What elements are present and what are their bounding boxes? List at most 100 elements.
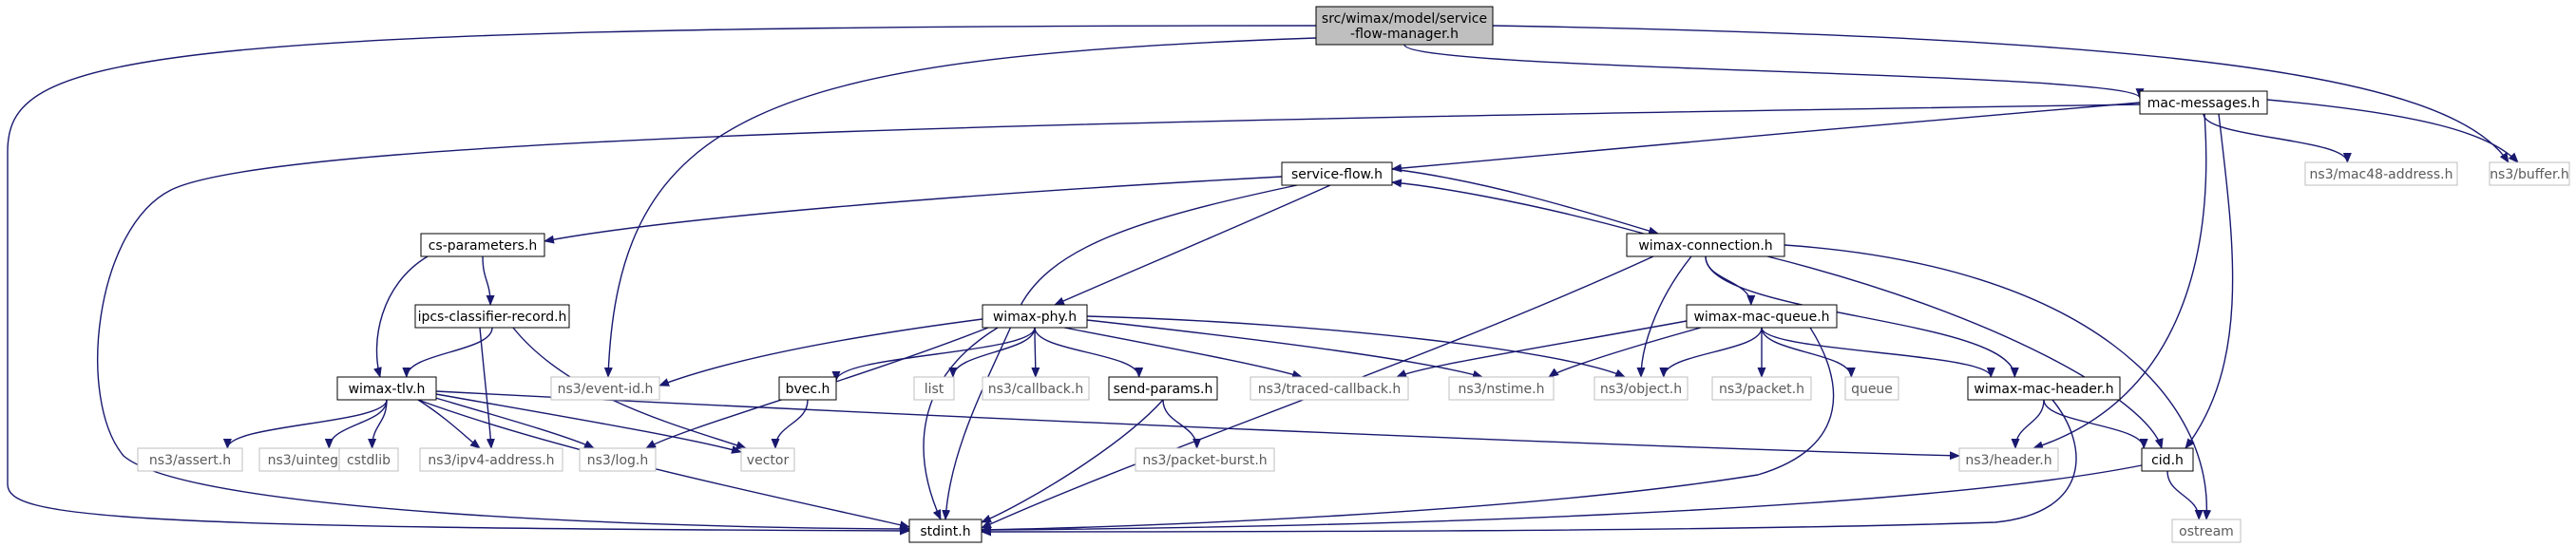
node-ipcs[interactable]: ipcs-classifier-record.h: [414, 304, 570, 329]
node-macmsg[interactable]: mac-messages.h: [2139, 90, 2268, 115]
edge-wmacq-to-queue: [1761, 327, 1856, 378]
node-label-wmach: wimax-mac-header.h: [1974, 382, 2113, 397]
node-label-eventid: ns3/event-id.h: [558, 382, 654, 397]
node-sendp[interactable]: send-params.h: [1108, 376, 1218, 401]
node-log: ns3/log.h: [579, 447, 657, 472]
edge-cid-to-stdint: [981, 464, 2143, 535]
node-box-log: [579, 447, 657, 472]
edge-wphy-to-stdint: [923, 327, 999, 520]
node-mac48: ns3/mac48-address.h: [2304, 161, 2458, 186]
node-label-queue: queue: [1851, 382, 1893, 397]
node-traced: ns3/traced-callback.h: [1250, 376, 1409, 401]
node-box-nstime: [1448, 376, 1555, 401]
edge-macmsg-to-stdint: [97, 104, 2141, 534]
edge-wtlv-to-log: [431, 396, 595, 449]
node-list: list: [913, 376, 955, 401]
node-label-list: list: [925, 382, 945, 397]
node-callback: ns3/callback.h: [982, 376, 1090, 401]
node-wconn[interactable]: wimax-connection.h: [1626, 233, 1785, 257]
node-box-stdint: [908, 519, 983, 543]
edge-macmsg-to-cid: [2185, 113, 2234, 449]
node-wphy[interactable]: wimax-phy.h: [982, 304, 1088, 329]
edge-wtlv-to-header: [435, 390, 1960, 461]
node-nstime: ns3/nstime.h: [1448, 376, 1555, 401]
node-label-packet: ns3/packet.h: [1719, 382, 1804, 397]
node-box-callback: [982, 376, 1090, 401]
node-csparams[interactable]: cs-parameters.h: [420, 233, 545, 257]
node-label-buffer: ns3/buffer.h: [2490, 167, 2569, 182]
node-label-sfm: -flow-manager.h: [1350, 27, 1459, 42]
node-box-list: [913, 376, 955, 401]
edge-sflow-to-csparams: [544, 176, 1283, 244]
node-label-ostream: ostream: [2179, 524, 2234, 539]
node-layer: src/wimax/model/service-flow-manager.h ma…: [137, 6, 2570, 543]
node-label-bvec: bvec.h: [786, 382, 830, 397]
node-wmach[interactable]: wimax-mac-header.h: [1967, 376, 2121, 401]
node-box-eventid: [550, 376, 660, 401]
node-label-header: ns3/header.h: [1965, 453, 2051, 468]
edge-wtlv-to-ipv4: [417, 399, 481, 449]
node-label-wmacq: wimax-mac-queue.h: [1693, 310, 1829, 325]
node-ostream: ostream: [2171, 519, 2242, 543]
edge-wmacq-to-wmach: [1761, 327, 1995, 378]
edge-wphy-to-nstime: [1086, 319, 1483, 379]
node-box-wphy: [982, 304, 1088, 329]
node-box-wmach: [1967, 376, 2121, 401]
node-box-ipv4: [419, 447, 563, 472]
edge-wphy-to-bvec: [831, 327, 1036, 382]
edge-sfm-to-macmsg: [1403, 44, 2145, 100]
node-box-wmacq: [1686, 304, 1838, 329]
node-label-ipv4: ns3/ipv4-address.h: [428, 453, 554, 468]
node-bvec[interactable]: bvec.h: [778, 376, 837, 401]
node-pburst: ns3/packet-burst.h: [1135, 447, 1275, 472]
edge-wphy-to-list: [948, 327, 1036, 378]
edge-wconn-to-cid: [1766, 255, 2164, 449]
node-box-wtlv: [336, 376, 437, 401]
node-wmacq[interactable]: wimax-mac-queue.h: [1686, 304, 1838, 329]
edge-sendp-to-stdint: [981, 399, 1164, 523]
edge-wtlv-to-uinteger: [324, 399, 388, 449]
node-packet: ns3/packet.h: [1711, 376, 1812, 401]
node-vector: vector: [740, 447, 795, 472]
edge-wphy-to-object: [1086, 315, 1626, 378]
node-cid[interactable]: cid.h: [2141, 447, 2194, 472]
node-box-bvec: [778, 376, 837, 401]
edge-ipcs-to-ipv4: [479, 327, 495, 449]
node-buffer: ns3/buffer.h: [2489, 161, 2570, 186]
edge-wphy-to-traced: [1063, 327, 1303, 379]
node-box-assert: [137, 447, 243, 472]
node-stdint[interactable]: stdint.h: [908, 519, 983, 543]
node-box-sfm: [1315, 6, 1494, 46]
node-wtlv[interactable]: wimax-tlv.h: [336, 376, 437, 401]
edge-wmacq-to-object: [1659, 327, 1763, 378]
node-label-sendp: send-params.h: [1114, 382, 1213, 397]
node-label-cstdlib: cstdlib: [347, 453, 391, 468]
node-label-ipcs: ipcs-classifier-record.h: [418, 310, 567, 325]
edge-wmacq-to-nstime: [1548, 327, 1702, 378]
node-label-csparams: cs-parameters.h: [429, 238, 538, 254]
node-cstdlib: cstdlib: [338, 447, 399, 472]
edge-wmacq-to-traced: [1396, 320, 1688, 378]
node-label-object: ns3/object.h: [1600, 382, 1682, 397]
node-label-wphy: wimax-phy.h: [993, 310, 1077, 325]
node-box-vector: [740, 447, 795, 472]
node-label-sflow: service-flow.h: [1291, 167, 1383, 182]
node-eventid: ns3/event-id.h: [550, 376, 660, 401]
edge-macmsg-to-buffer: [2266, 99, 2519, 163]
edge-wmach-to-stdint: [981, 399, 2077, 537]
edge-wphy-to-sendp: [1034, 327, 1144, 378]
node-box-mac48: [2304, 161, 2458, 186]
edge-sfm-to-buffer: [1492, 25, 2509, 163]
node-label-nstime: ns3/nstime.h: [1459, 382, 1545, 397]
node-sflow[interactable]: service-flow.h: [1281, 161, 1393, 186]
node-box-packet: [1711, 376, 1812, 401]
node-box-macmsg: [2139, 90, 2268, 115]
node-label-stdint: stdint.h: [920, 524, 970, 539]
edge-sfm-to-stdint: [7, 25, 1317, 536]
node-label-log: ns3/log.h: [587, 453, 648, 468]
node-label-sfm: src/wimax/model/service: [1322, 11, 1487, 27]
node-sfm[interactable]: src/wimax/model/service-flow-manager.h: [1315, 6, 1494, 46]
node-box-object: [1593, 376, 1689, 401]
node-assert: ns3/assert.h: [137, 447, 243, 472]
